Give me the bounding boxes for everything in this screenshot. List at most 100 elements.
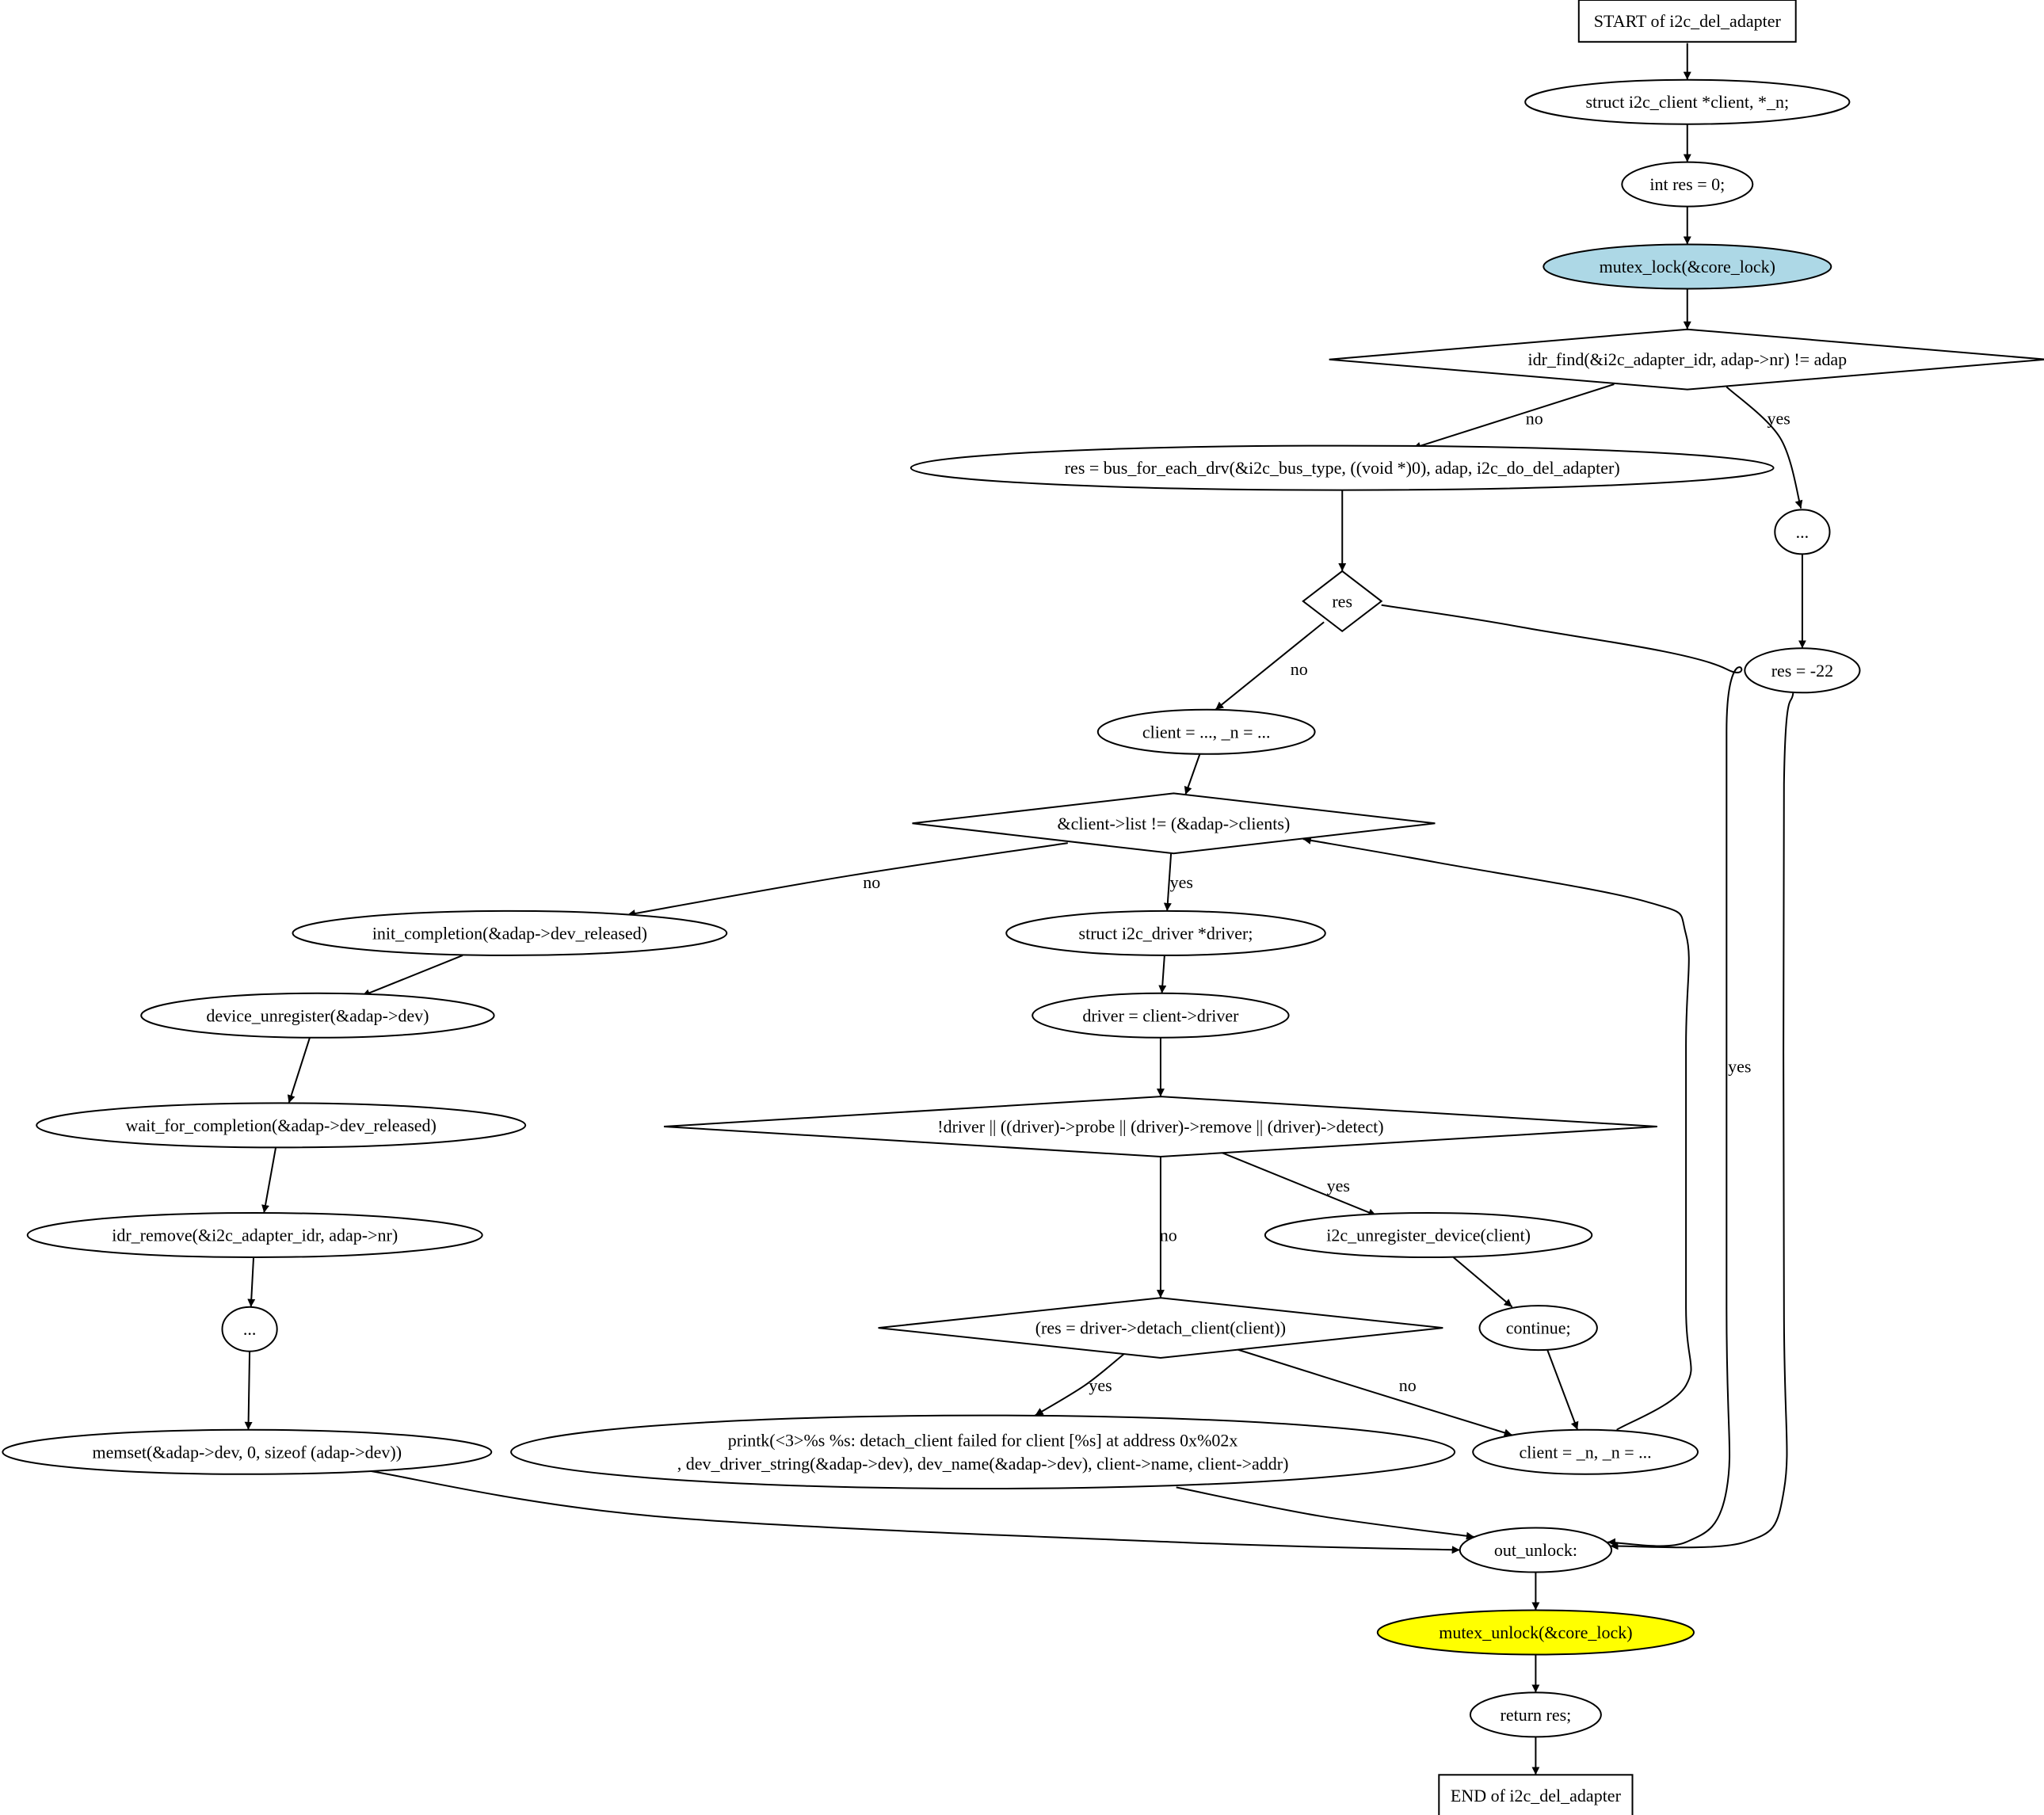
node-cond-detach: (res = driver->detach_client(client)) xyxy=(878,1297,1443,1359)
edge-cond-drv-to-cond-detach-label: no xyxy=(1160,1226,1177,1245)
edge-cond-drv-to-unreg-dev-label: yes xyxy=(1327,1176,1350,1195)
node-client-init-shape xyxy=(1096,708,1316,755)
node-cond-detach-shape xyxy=(878,1297,1443,1359)
node-ret-label: return res; xyxy=(1501,1705,1572,1725)
node-memset-label: memset(&adap->dev, 0, sizeof (adap->dev)… xyxy=(93,1442,402,1462)
node-struct-drv: struct i2c_driver *driver; xyxy=(1005,909,1326,956)
node-initres: int res = 0; xyxy=(1621,161,1754,208)
node-cond-detach-label: (res = driver->detach_client(client)) xyxy=(1035,1318,1286,1338)
edge-cond-idr-to-bus-label: no xyxy=(1526,408,1543,428)
edge-cond-res-to-out-unlock-label: yes xyxy=(1728,1057,1751,1077)
node-bus-label: res = bus_for_each_drv(&i2c_bus_type, ((… xyxy=(1065,458,1620,478)
node-struct-drv-label: struct i2c_driver *driver; xyxy=(1079,923,1253,943)
edge-idr-remove-to-dots2 xyxy=(247,1256,256,1307)
node-unlock: mutex_unlock(&core_lock) xyxy=(1376,1609,1695,1656)
node-dev-unreg-shape xyxy=(140,992,495,1039)
node-cond-idr: idr_find(&i2c_adapter_idr, adap->nr) != … xyxy=(1329,328,2044,391)
node-dots2-label: ... xyxy=(243,1319,257,1339)
edge-cond-list-to-struct-drv-label: yes xyxy=(1170,872,1193,892)
node-client-next-shape xyxy=(1472,1428,1699,1475)
node-struct-drv-shape xyxy=(1005,909,1326,956)
node-out-unlock-label: out_unlock: xyxy=(1494,1540,1577,1560)
node-wait-comp-label: wait_for_completion(&adap->dev_released) xyxy=(126,1115,437,1135)
node-unlock-shape xyxy=(1376,1609,1695,1656)
node-cond-drv-label: !driver || ((driver)->probe || (driver)-… xyxy=(937,1117,1383,1137)
node-ret-shape xyxy=(1469,1691,1602,1738)
edge-cond-list-to-init-comp-label: no xyxy=(863,872,880,892)
node-unreg-dev-label: i2c_unregister_device(client) xyxy=(1326,1226,1531,1245)
node-wait-comp: wait_for_completion(&adap->dev_released) xyxy=(36,1102,527,1149)
node-lock: mutex_lock(&core_lock) xyxy=(1543,243,1832,290)
edge-cond-res-to-client-init-label: no xyxy=(1291,659,1308,679)
node-printk: printk(<3>%s %s: detach_client failed fo… xyxy=(510,1414,1456,1490)
node-cont: continue; xyxy=(1478,1305,1598,1352)
node-decl-label: struct i2c_client *client, *_n; xyxy=(1585,92,1789,112)
node-client-init: client = ..., _n = ... xyxy=(1096,708,1316,755)
node-res22-label: res = -22 xyxy=(1771,661,1833,681)
node-printk-label2: , dev_driver_string(&adap->dev), dev_nam… xyxy=(677,1454,1289,1474)
node-cond-drv: !driver || ((driver)->probe || (driver)-… xyxy=(663,1096,1657,1158)
node-cond-list-label: &client->list != (&adap->clients) xyxy=(1057,814,1290,833)
node-unreg-dev-shape xyxy=(1264,1212,1593,1258)
node-dots1-label: ... xyxy=(1796,522,1809,542)
node-cond-list-shape xyxy=(912,792,1436,855)
edge-cond-detach-to-client-next xyxy=(1234,1348,1512,1437)
node-memset-shape xyxy=(2,1428,493,1475)
node-cond-idr-label: idr_find(&i2c_adapter_idr, adap->nr) != … xyxy=(1527,349,1847,369)
edge-cond-idr-to-dots1-label: yes xyxy=(1768,408,1790,428)
node-res22-shape xyxy=(1744,647,1861,694)
node-start-shape xyxy=(1577,0,1797,43)
edge-cond-drv-to-unreg-dev xyxy=(1222,1152,1377,1217)
edge-cond-list-to-init-comp xyxy=(627,842,1068,917)
node-unlock-label: mutex_unlock(&core_lock) xyxy=(1439,1622,1632,1642)
node-ret: return res; xyxy=(1469,1691,1602,1738)
edge-struct-drv-to-drv-assign xyxy=(1158,955,1167,993)
node-cond-list: &client->list != (&adap->clients) xyxy=(912,792,1436,855)
node-res22: res = -22 xyxy=(1744,647,1861,694)
node-start-label: START of i2c_del_adapter xyxy=(1594,11,1782,31)
node-cond-res-shape xyxy=(1302,570,1383,633)
node-dots2-shape xyxy=(221,1306,278,1352)
node-lock-shape xyxy=(1543,243,1832,290)
node-dots1-shape xyxy=(1774,509,1831,555)
edge-cont-to-client-next xyxy=(1546,1349,1579,1431)
node-idr-remove-label: idr_remove(&i2c_adapter_idr, adap->nr) xyxy=(112,1226,398,1245)
node-init-comp-label: init_completion(&adap->dev_released) xyxy=(372,923,647,943)
node-cond-res-label: res xyxy=(1332,591,1352,611)
node-printk-shape xyxy=(510,1414,1456,1490)
node-dots2: ... xyxy=(221,1306,278,1352)
node-cont-label: continue; xyxy=(1506,1318,1571,1338)
edge-cond-res-to-out-unlock xyxy=(1381,604,1743,1547)
node-unreg-dev: i2c_unregister_device(client) xyxy=(1264,1212,1593,1258)
edge-cond-detach-to-printk xyxy=(1035,1353,1125,1417)
node-idr-remove: idr_remove(&i2c_adapter_idr, adap->nr) xyxy=(26,1212,483,1258)
node-client-next-label: client = _n, _n = ... xyxy=(1520,1442,1652,1462)
node-initres-shape xyxy=(1621,161,1754,208)
node-bus: res = bus_for_each_drv(&i2c_bus_type, ((… xyxy=(910,444,1775,491)
node-client-init-label: client = ..., _n = ... xyxy=(1142,722,1271,742)
node-cond-res: res xyxy=(1302,570,1383,633)
node-out-unlock-shape xyxy=(1459,1527,1613,1573)
edge-cond-detach-to-client-next-label: no xyxy=(1399,1375,1417,1395)
node-printk-label: printk(<3>%s %s: detach_client failed fo… xyxy=(728,1431,1238,1451)
node-end-label: END of i2c_del_adapter xyxy=(1451,1786,1622,1805)
node-init-comp: init_completion(&adap->dev_released) xyxy=(292,909,728,956)
node-out-unlock: out_unlock: xyxy=(1459,1527,1613,1573)
node-drv-assign-shape xyxy=(1032,992,1290,1039)
node-initres-label: int res = 0; xyxy=(1649,174,1725,194)
edge-cond-list-to-struct-drv xyxy=(1163,853,1173,911)
node-dev-unreg-label: device_unregister(&adap->dev) xyxy=(206,1005,429,1025)
edge-wait-comp-to-idr-remove xyxy=(261,1147,277,1214)
node-end: END of i2c_del_adapter xyxy=(1438,1774,1634,1815)
edge-dev-unreg-to-wait-comp xyxy=(287,1037,311,1104)
node-memset: memset(&adap->dev, 0, sizeof (adap->dev)… xyxy=(2,1428,493,1475)
node-idr-remove-shape xyxy=(26,1212,483,1258)
edge-printk-to-out-unlock xyxy=(1176,1486,1475,1540)
node-decl: struct i2c_client *client, *_n; xyxy=(1524,78,1851,125)
node-wait-comp-shape xyxy=(36,1102,527,1149)
edge-cond-idr-to-bus xyxy=(1413,383,1615,450)
edge-unreg-dev-to-cont xyxy=(1452,1256,1513,1308)
node-decl-shape xyxy=(1524,78,1851,125)
node-end-shape xyxy=(1438,1774,1634,1815)
